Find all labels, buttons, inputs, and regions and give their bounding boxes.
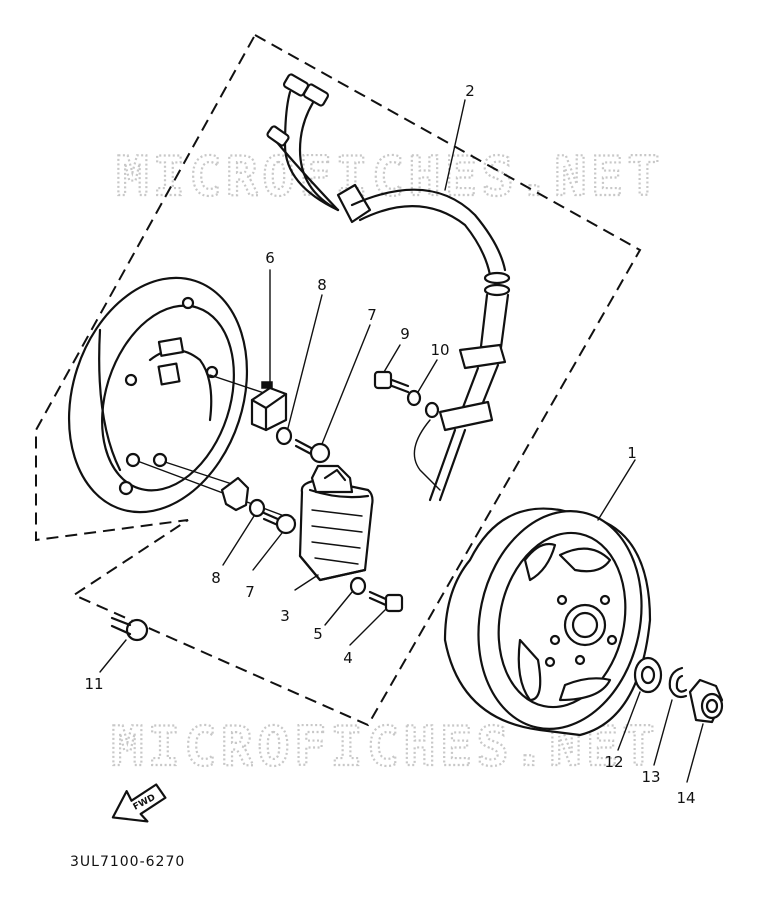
- callout-11: 11: [84, 675, 103, 693]
- callout-9: 9: [400, 325, 410, 343]
- washer-part-8-lower: [248, 498, 266, 518]
- source-coil-part-3: [298, 464, 374, 582]
- washer-part-8-upper: [275, 426, 293, 446]
- flywheel-rotor-part-1: [443, 507, 652, 737]
- screw-part-11: [110, 616, 149, 642]
- callout-4: 4: [343, 649, 353, 667]
- stator-base-plate: [67, 276, 296, 521]
- diagram-code: 3UL7100-6270: [70, 854, 185, 870]
- watermark-top: MICROFICHES.NET: [116, 145, 664, 208]
- pickup-coil-part-6: [250, 381, 288, 432]
- callout-5: 5: [313, 625, 323, 643]
- fwd-arrow-icon: FWD: [111, 783, 167, 823]
- assembly-boundary: [35, 34, 642, 727]
- washer-part-5: [349, 576, 367, 596]
- callout-10: 10: [430, 341, 449, 359]
- callout-13: 13: [641, 768, 660, 786]
- callout-12: 12: [604, 753, 623, 771]
- washer-part-10: [406, 389, 422, 407]
- callout-2: 2: [465, 82, 475, 100]
- callout-14: 14: [676, 789, 695, 807]
- callout-6: 6: [265, 249, 275, 267]
- bolt-part-4: [368, 590, 404, 613]
- lock-washer-part-13: [668, 666, 688, 699]
- washer-part-12: [633, 656, 663, 694]
- wire-harness-part-2: [266, 73, 511, 502]
- callout-7-upper: 7: [367, 306, 377, 324]
- callout-8-lower: 8: [211, 569, 221, 587]
- leader-lines: [99, 99, 704, 783]
- callout-8-upper: 8: [317, 276, 327, 294]
- clip-bracket: [220, 476, 250, 512]
- nut-part-14: [688, 678, 724, 724]
- screw-part-7-upper: [294, 438, 331, 464]
- callout-7-lower: 7: [245, 583, 255, 601]
- bolt-part-9: [373, 370, 410, 394]
- screw-part-7-lower: [262, 511, 297, 535]
- callout-1: 1: [627, 444, 637, 462]
- callout-3: 3: [280, 607, 290, 625]
